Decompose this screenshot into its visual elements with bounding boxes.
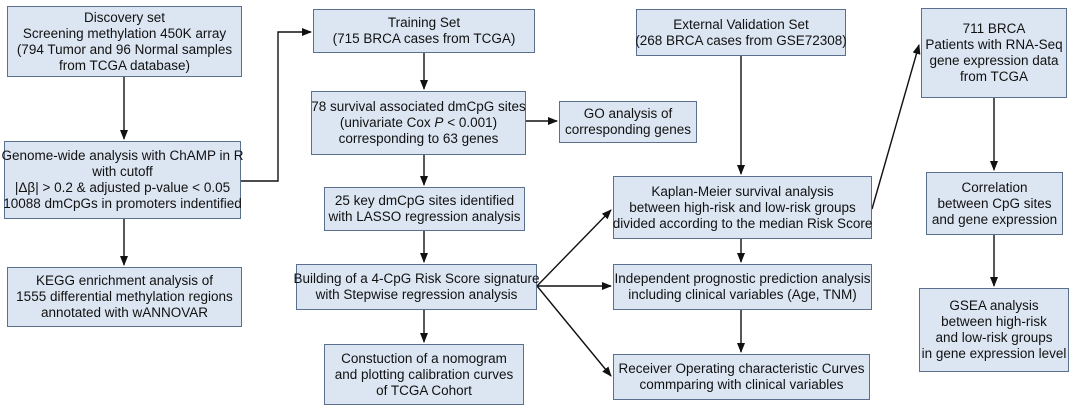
box-correlation-line-3: and gene expression — [931, 211, 1058, 227]
box-roc-curves: Receiver Operating characteristic Curves… — [613, 354, 870, 400]
box-gsea-line-2: between high-risk — [941, 314, 1047, 329]
box-independent-line-1: Independent prognostic prediction analys… — [614, 271, 871, 286]
box-correlation: Correlation between CpG sites and gene e… — [926, 172, 1063, 235]
box-kegg-line-2: 1555 differential methylation regions — [16, 289, 233, 304]
box-discovery-line-1: Discovery set — [83, 9, 166, 25]
box-discovery-set: Discovery set Screening methylation 450K… — [7, 6, 242, 77]
box-rnaseq-line-1: 711 BRCA — [962, 21, 1026, 36]
box-external-validation-set: External Validation Set (268 BRCA cases … — [635, 9, 847, 56]
box-nomogram-line-1: Constuction of a nomogram — [341, 350, 507, 366]
box-external-line-2: (268 BRCA cases from GSE72308) — [635, 32, 847, 48]
box-gsea-analysis: GSEA analysis between high-risk and low-… — [919, 288, 1069, 372]
box-km-line-2: between high-risk and low-risk groups — [629, 199, 856, 215]
box-external-line-1: External Validation Set — [673, 16, 809, 32]
box-genome-line-1: Genome-wide analysis with ChAMP in R — [1, 148, 244, 163]
box-km-line-1: Kaplan-Meier survival analysis — [651, 183, 834, 199]
box-independent-prognostic: Independent prognostic prediction analys… — [613, 264, 872, 310]
box-training-line-1: Training Set — [387, 15, 461, 30]
box-genome-wide-analysis: Genome-wide analysis with ChAMP in R wit… — [1, 141, 244, 219]
box-independent-line-2: including clinical variables (Age, TNM) — [628, 287, 857, 302]
box-kaplan-meier: Kaplan-Meier survival analysis between h… — [613, 176, 872, 239]
arrow-genome-to-training — [241, 28, 312, 182]
box-nomogram-line-3: of TCGA Cohort — [376, 382, 472, 398]
box-genome-line-4: 10088 dmCpGs in promoters indentified — [3, 196, 242, 211]
box-rnaseq-line-3: gene expression data — [929, 53, 1059, 68]
box-risk-score-signature: Building of a 4-CpG Risk Score signature… — [293, 264, 540, 310]
box-survival-line-3: corresponding to 63 genes — [338, 131, 499, 146]
box-rnaseq-line-2: Patients with RNA-Seq — [925, 37, 1063, 52]
box-training-set: Training Set (715 BRCA cases from TCGA) — [313, 9, 535, 53]
arrow-riskscore-to-roc — [536, 285, 612, 377]
box-lasso-line-1: 25 key dmCpG sites identified — [334, 193, 515, 208]
box-gsea-line-3: and low-risk groups — [935, 330, 1053, 345]
box-rnaseq-line-4: from TCGA — [959, 69, 1028, 84]
arrow-km-to-rnaseq — [871, 44, 921, 210]
box-kegg-line-3: annotated with wANNOVAR — [40, 305, 209, 320]
box-gsea-line-1: GSEA analysis — [949, 298, 1039, 313]
box-survival-line-1: 78 survival associated dmCpG sites — [311, 99, 526, 114]
box-go-analysis: GO analysis of corresponding genes — [559, 101, 697, 143]
box-discovery-line-2: Screening methylation 450K array — [22, 25, 227, 41]
box-lasso-line-2: with LASSO regression analysis — [328, 209, 521, 224]
box-discovery-line-3: (794 Tumor and 96 Normal samples — [16, 41, 233, 57]
box-nomogram-line-2: and plotting calibration curves — [334, 366, 514, 382]
box-kegg-line-1: KEGG enrichment analysis of — [35, 273, 214, 288]
box-riskscore-line-1: Building of a 4-CpG Risk Score signature — [293, 271, 540, 286]
box-survival-dmcpg-sites: 78 survival associated dmCpG sites (univ… — [311, 91, 526, 155]
p-value-symbol: P — [434, 115, 444, 130]
box-survival-line-2: (univariate Cox P < 0.001) — [339, 115, 498, 130]
box-rnaseq-patients: 711 BRCA Patients with RNA-Seq gene expr… — [921, 8, 1067, 98]
arrow-riskscore-to-km — [536, 209, 612, 287]
box-riskscore-line-2: with Stepwise regression analysis — [315, 287, 518, 302]
box-correlation-line-1: Correlation — [961, 179, 1028, 195]
box-genome-line-3: |Δβ| > 0.2 & adjusted p-value < 0.05 — [14, 180, 231, 195]
box-gsea-line-4: in gene expression level — [921, 346, 1067, 361]
box-lasso-selection: 25 key dmCpG sites identified with LASSO… — [324, 187, 525, 231]
box-discovery-line-4: from TCGA database) — [58, 57, 191, 73]
box-go-line-1: GO analysis of — [583, 106, 673, 121]
box-training-line-2: (715 BRCA cases from TCGA) — [332, 31, 516, 46]
box-go-line-2: corresponding genes — [564, 122, 692, 137]
box-genome-line-2: with cutoff — [92, 164, 153, 179]
box-nomogram: Constuction of a nomogram and plotting c… — [324, 344, 524, 405]
box-km-line-3: divided according to the median Risk Sco… — [612, 215, 873, 231]
box-roc-line-1: Receiver Operating characteristic Curves — [618, 361, 865, 376]
box-correlation-line-2: between CpG sites — [937, 195, 1052, 211]
box-roc-line-2: commparing with clinical variables — [639, 377, 844, 392]
box-kegg-enrichment: KEGG enrichment analysis of 1555 differe… — [7, 267, 242, 327]
